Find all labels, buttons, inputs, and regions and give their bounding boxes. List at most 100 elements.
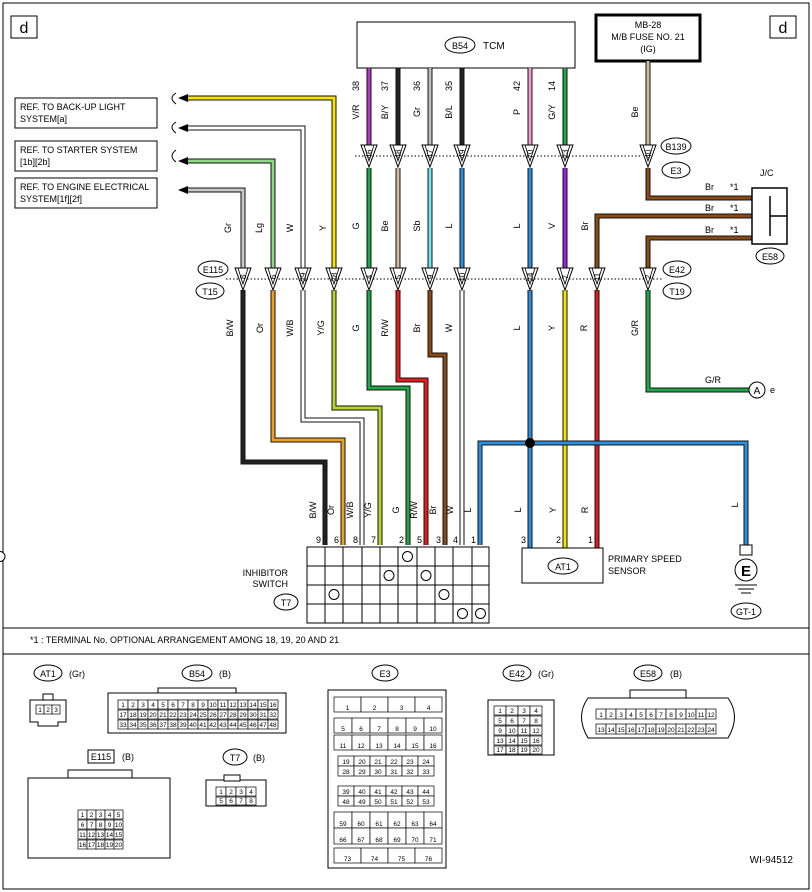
face-t7-color: (B): [253, 753, 265, 763]
face-e3-pin: 1: [346, 705, 350, 712]
b139-wire-label-48: Be: [380, 220, 390, 231]
t15-wire-label-10: W: [444, 323, 454, 332]
face-b54-pin: 25: [199, 712, 207, 719]
inhibitor-pin-8: 8: [353, 535, 358, 545]
face-t7-pin: 3: [239, 789, 243, 796]
shield-wire-l: [478, 441, 748, 545]
face-b54-pin: 39: [179, 722, 187, 729]
face-e115-pin: 4: [108, 812, 112, 819]
jc-vwire-label: Br: [580, 221, 590, 230]
face-e42-cell: [529, 715, 543, 726]
inhibitor-contact-5: [438, 589, 450, 600]
face-e115-pin: 16: [79, 842, 87, 849]
brace-backup-bottom: [171, 121, 177, 134]
face-e58-pin: 18: [647, 727, 655, 734]
b139-wire-label-23: V: [547, 223, 557, 229]
face-e58-pin: 5: [639, 712, 643, 719]
e115-terminal-8-label: 8: [239, 274, 248, 279]
face-e115-pin: 9: [108, 822, 112, 829]
shield-wire-l-outline: [477, 440, 749, 545]
inhibitor-wire-label-6: Or: [326, 505, 336, 515]
face-e3-cell: [423, 827, 443, 845]
figure-id: WI-94512: [750, 855, 794, 866]
fuse-line3: (IG): [640, 44, 656, 54]
face-e42-pin: 15: [520, 738, 528, 745]
tcm-pin-14: 14: [547, 81, 557, 91]
face-e42-pin: 20: [532, 747, 540, 754]
b139-terminal-40-shape: [639, 144, 657, 169]
face-e3-pin: 59: [339, 821, 347, 828]
face-e115-pin: 14: [106, 832, 114, 839]
ref-engine-line2: SYSTEM[1f][2f]: [20, 194, 82, 204]
face-t7-pin: 6: [229, 798, 233, 805]
face-e3-pin: 51: [390, 799, 398, 806]
face-e115-badge-box: [87, 749, 115, 764]
ground-e-letter: E: [741, 563, 751, 580]
face-e42-pin: 19: [520, 747, 528, 754]
face-e115-latch: [67, 769, 133, 779]
face-b54-cell: [267, 719, 279, 730]
face-e3-pin: 3: [400, 705, 404, 712]
tcm-pin-36: 36: [412, 81, 422, 91]
face-e3-pin: 43: [406, 789, 414, 796]
inhib-wire-bw: [241, 290, 327, 545]
face-b54-pin: 16: [269, 702, 277, 709]
brace-starter: [171, 149, 177, 163]
inhibitor-wire-label-5: R/W: [409, 501, 419, 519]
face-e42-cell: [529, 705, 543, 716]
face-e42-cell: [529, 745, 543, 755]
inhibitor-contact-6: [457, 608, 468, 619]
ground-a-letter: A: [754, 386, 761, 397]
e115-terminal-8-shape: [234, 267, 252, 292]
face-e3-pin: 68: [375, 837, 383, 844]
face-e115-pin: 8: [99, 822, 103, 829]
face-e3-pin: 42: [390, 789, 398, 796]
b139-terminal-47-label: 47: [426, 149, 435, 158]
inhibitor-wire-label-2: G: [391, 506, 401, 513]
face-e115-pin: 13: [97, 832, 105, 839]
face-e58-pin: 14: [607, 727, 615, 734]
ground-a-wire-label: G/R: [705, 375, 722, 385]
ref-backup-line1: REF. TO BACK-UP LIGHT: [20, 102, 126, 112]
jc-mark-0: *1: [730, 182, 739, 192]
inhibitor-contact-3: [420, 570, 432, 581]
ground-e-terminal: [739, 544, 753, 556]
face-e3-pin: 24: [422, 759, 430, 766]
face-e42-pin: 9: [498, 728, 502, 735]
face-e3-pin: 20: [358, 759, 366, 766]
face-e42-pin: 8: [534, 718, 538, 725]
face-e3-pin: 52: [406, 799, 414, 806]
e115-terminal-4-shape: [360, 267, 378, 292]
sensor-title-1: PRIMARY SPEED: [608, 554, 682, 564]
tcm-pin-37: 37: [380, 81, 390, 91]
e115-terminal-10-shape: [453, 267, 471, 292]
face-e42-pin: 5: [498, 718, 502, 725]
ground-a-circle: [748, 381, 766, 399]
face-e42-pin: 3: [522, 708, 526, 715]
face-e115-pin: 17: [88, 842, 96, 849]
sensor-title-2: SENSOR: [608, 566, 647, 576]
face-b54-pin: 33: [119, 722, 127, 729]
face-e42-code: E42: [509, 669, 525, 679]
inhibitor-pin-3: 3: [436, 535, 441, 545]
inhibitor-pin-7: 7: [371, 535, 376, 545]
face-b54-color: (B): [219, 669, 231, 679]
inhib-wire-rw: [396, 290, 428, 545]
face-e3-pin: 6: [359, 726, 363, 733]
tcm-wire-label-42: P: [512, 109, 522, 115]
b139-terminal-49-inner: [456, 144, 468, 163]
face-e58-pin: 20: [667, 727, 675, 734]
tcm-pin-42: 42: [512, 81, 522, 91]
face-e115-cell: [113, 819, 124, 830]
face-at1-code: AT1: [40, 669, 56, 679]
face-b54-pin: 18: [129, 712, 137, 719]
face-e42-pin: 10: [508, 728, 516, 735]
face-e115-pin: 18: [97, 842, 105, 849]
face-b54-pin: 41: [199, 722, 207, 729]
face-e58-pin: 17: [637, 727, 645, 734]
e115-terminal-5-label: 5: [394, 274, 403, 279]
face-e58-cell: [705, 723, 717, 735]
e115-terminal-11-label: 11: [593, 272, 602, 281]
face-e58-cell: [705, 708, 717, 720]
